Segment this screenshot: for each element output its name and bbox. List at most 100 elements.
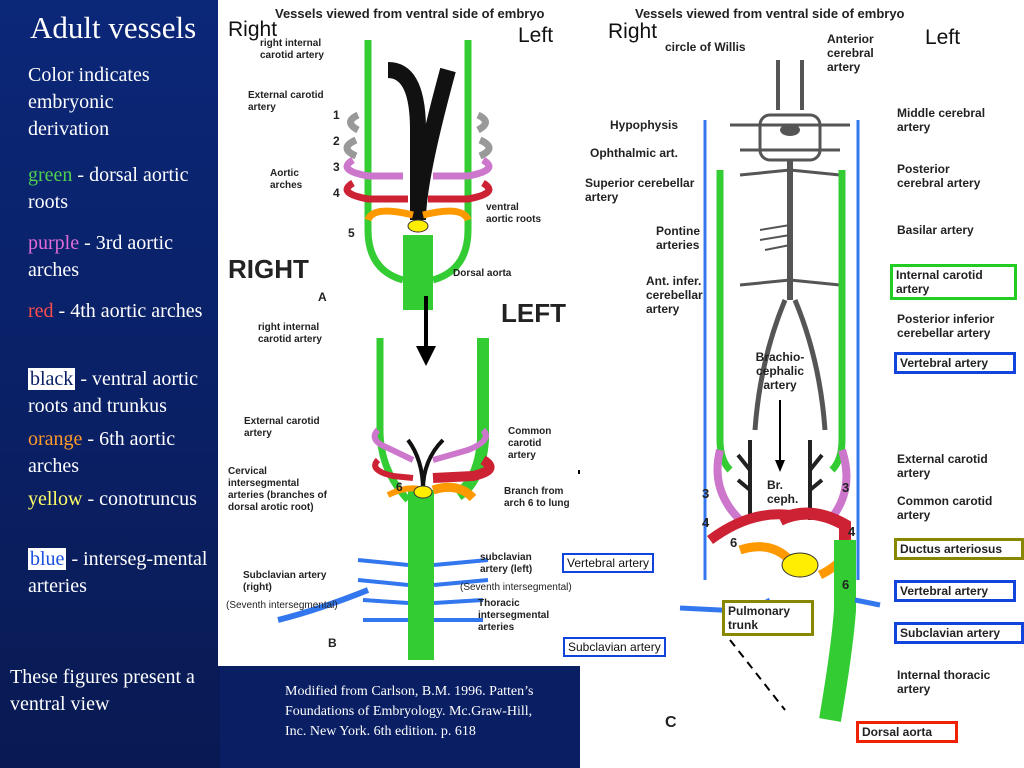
subclavian-left-adult: [854, 597, 881, 608]
third-arch-right: [713, 449, 743, 523]
arch-number-3a-adult: 3: [702, 486, 710, 501]
label-external-carotid-adult: External carotid artery: [897, 452, 988, 480]
arch-4-left: [428, 179, 493, 203]
label-pontine: Pontine arteries: [656, 224, 700, 252]
label-branch-arch-6: Branch from arch 6 to lung: [504, 486, 570, 509]
label-anterior-cerebral: Anterior cerebral artery: [827, 32, 874, 74]
arch-number-6b-adult: 6: [842, 577, 850, 592]
legend-yellow-word: yellow: [28, 488, 83, 510]
legend-yellow-text: - conotruncus: [82, 488, 197, 510]
big-left-label: LEFT: [501, 298, 566, 328]
label-ophthalmic: Ophthalmic art.: [590, 146, 679, 160]
aortic-arches-a: [343, 111, 493, 222]
label-common-carotid-adult: Common carotid artery: [897, 494, 993, 522]
cerebral-vessels: [730, 60, 850, 431]
legend-black-text: - ventral aortic roots and trunkus: [28, 368, 199, 417]
label-middle-cerebral: Middle cerebral artery: [897, 106, 986, 134]
embryonic-vessels-svg: [277, 40, 495, 660]
dorsal-aorta-b: [408, 490, 434, 660]
arch-number-4a-adult: 4: [702, 515, 710, 530]
label-external-carotid: External carotid artery: [248, 90, 324, 113]
panel-c-header: Vessels viewed from ventral side of embr…: [635, 6, 905, 21]
label-circle-of-willis: circle of Willis: [665, 40, 746, 54]
label-right-internal-carotid-b: right internal carotid artery: [258, 322, 322, 345]
arch-2-right: [343, 136, 358, 160]
label-ductus-arteriosus: Ductus arteriosus: [894, 538, 1024, 560]
label-cervical-intersegmental: Cervical intersegmental arteries (branch…: [228, 466, 327, 513]
label-external-carotid-b: External carotid artery: [244, 416, 320, 439]
figure-b-label: B: [328, 636, 337, 650]
arch-3-right: [343, 156, 403, 180]
arch-3-left-b: [432, 427, 489, 463]
panel-a-right: Right: [228, 18, 278, 41]
arch-number-5: 5: [348, 226, 355, 240]
ventral-view-note: These figures present a ventral view: [10, 666, 195, 715]
external-carotids: [736, 440, 824, 520]
callout-subclavian-artery: Subclavian artery: [563, 637, 666, 657]
intersegmental-arteries-b: [357, 558, 489, 622]
conotruncus-b: [413, 485, 433, 499]
legend-intro: Color indicates embryonic derivation: [28, 62, 218, 143]
panel-a-header: Vessels viewed from ventral side of embr…: [275, 6, 545, 21]
label-aortic-arches: Aortic arches: [270, 168, 303, 191]
arch-6-right: [364, 207, 414, 222]
legend-red-word: red: [28, 300, 54, 322]
legend-blue-word: blue: [28, 548, 67, 570]
citation-credit: Modified from Carlson, B.M. 1996. Patten…: [285, 684, 534, 739]
dorsal-aorta-adult: [819, 540, 856, 722]
embryonic-diagram-panel: Right Left Vessels viewed from ventral s…: [218, 0, 580, 666]
figure-a-label: A: [318, 290, 327, 304]
conotruncus-adult: [781, 552, 819, 578]
arch-number-4b-adult: 4: [848, 524, 856, 539]
legend-purple: purple - 3rd aortic arches: [28, 230, 218, 284]
arch-6-left: [422, 207, 472, 222]
label-superior-cerebellar: Superior cerebellar artery: [585, 176, 695, 204]
right-dorsal-root: [364, 40, 405, 284]
label-posterior-cerebral: Posterior cerebral artery: [897, 162, 981, 190]
panel-c-right: Right: [608, 20, 658, 43]
label-thoracic-intersegmental: Thoracic intersegmental arteries: [478, 598, 550, 633]
legend-intro-line-3: derivation: [28, 118, 110, 140]
figure-c-label: C: [665, 714, 677, 731]
label-posterior-inferior-cerebellar: Posterior inferior cerebellar artery: [897, 312, 995, 340]
label-right-internal-carotid: right internal carotid artery: [260, 38, 324, 61]
brachiocephalic-pointer-head: [775, 460, 785, 472]
legend-green: green - dorsal aortic roots: [28, 162, 218, 216]
legend-blue-text: - interseg-mental arteries: [28, 548, 208, 597]
subclavian-right-b: [277, 587, 370, 623]
label-internal-carotid: Internal carotid artery: [890, 264, 1017, 300]
legend-black-word: black: [28, 368, 76, 390]
figure-b-vessels: [277, 338, 495, 660]
adult-vessels-svg: [679, 60, 881, 722]
label-vertebral: Vertebral artery: [894, 352, 1016, 374]
arch-3-left: [433, 156, 493, 180]
panel-c-left: Left: [925, 26, 961, 49]
big-right-label: RIGHT: [228, 254, 309, 284]
legend-green-text: - dorsal aortic roots: [28, 164, 189, 213]
legend-green-word: green: [28, 164, 73, 186]
label-dorsal-aorta: Dorsal aorta: [453, 268, 512, 279]
legend-blue: blue - interseg-mental arteries: [28, 546, 218, 600]
legend-black: black - ventral aortic roots and trunkus: [28, 366, 218, 420]
callout-vertebral-artery: Vertebral artery: [562, 553, 655, 573]
legend-orange-word: orange: [28, 428, 83, 450]
left-dorsal-root: [431, 40, 472, 284]
arch-1-left: [476, 111, 489, 134]
label-subclavian-left: subclavian artery (left): [480, 552, 533, 575]
label-brachiocephalic: Brachio-cephalic artery: [755, 350, 805, 392]
label-seventh-intersegmental-right: (Seventh intersegmental): [226, 600, 338, 611]
legend-orange: orange - 6th aortic arches: [28, 426, 218, 480]
internal-carotid-right: [716, 170, 733, 473]
panel-a-left: Left: [518, 24, 554, 47]
sixth-arch-right: [738, 542, 794, 564]
label-seventh-intersegmental-left: (Seventh intersegmental): [460, 582, 572, 593]
dashed-pointer: [729, 639, 786, 711]
label-hypophysis: Hypophysis: [610, 118, 679, 132]
label-ant-inf-cerebellar: Ant. infer. cerebellar artery: [646, 274, 703, 316]
arch-6-left-b: [431, 482, 477, 502]
arrow-a-to-b: [416, 296, 436, 366]
legend-red: red - 4th aortic arches: [28, 298, 218, 325]
label-internal-thoracic: Internal thoracic artery: [897, 668, 991, 696]
legend-intro-line-2: embryonic: [28, 91, 114, 113]
internal-carotid-left: [829, 170, 846, 473]
